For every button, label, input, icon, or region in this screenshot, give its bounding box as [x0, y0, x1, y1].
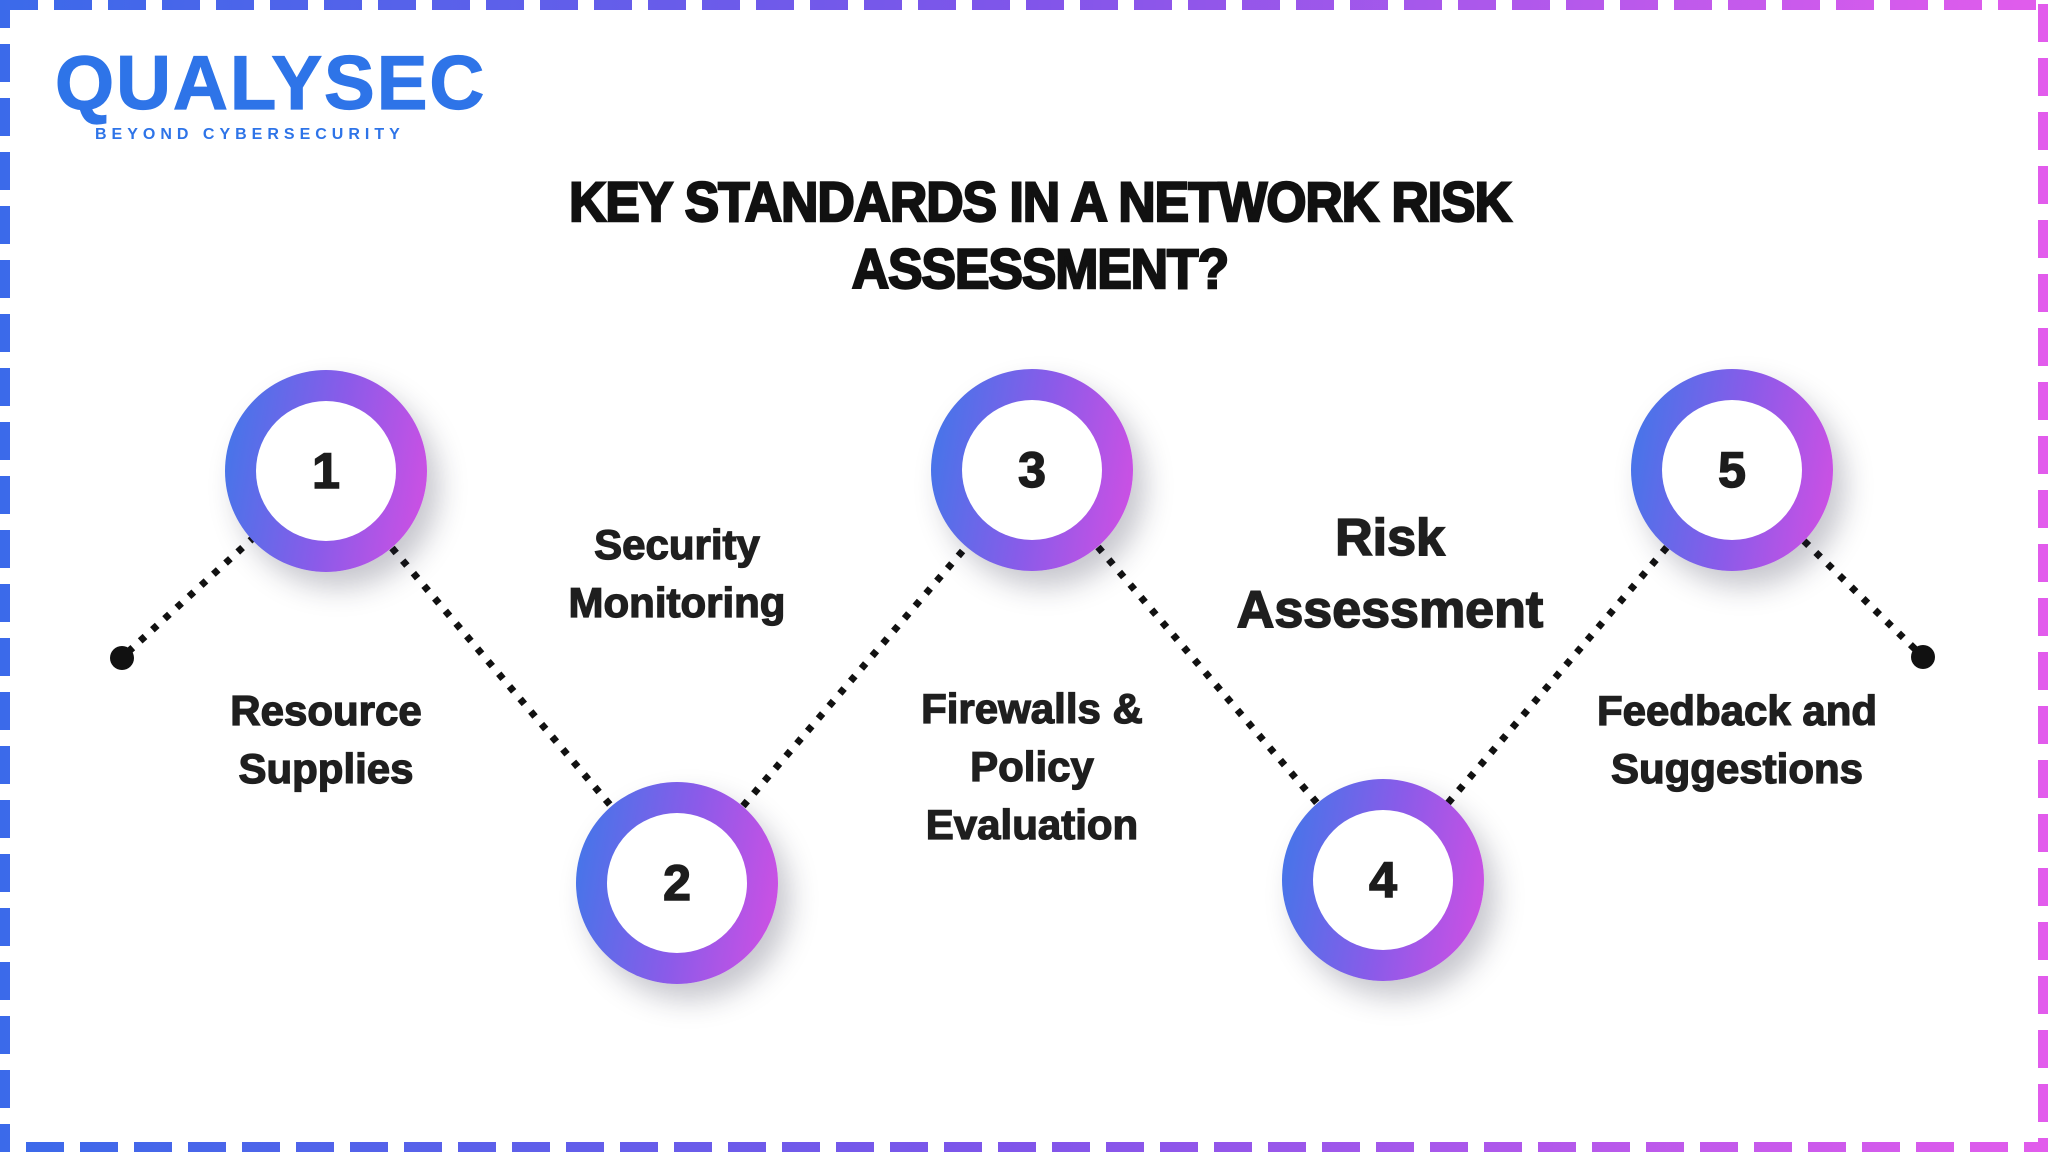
- connector-start-to-1: [125, 536, 255, 655]
- connector-5-to-end: [1801, 538, 1920, 654]
- step-circle-1: 1: [225, 370, 427, 572]
- step-circle-4: 4: [1282, 779, 1484, 981]
- connector-1-to-2: [389, 545, 614, 809]
- step-circle-5-inner: 5: [1662, 400, 1802, 540]
- step-label-1: Resource Supplies: [230, 686, 423, 792]
- brand-name: QUALYSEC: [54, 41, 487, 126]
- step-number-1: 1: [311, 442, 340, 500]
- page-title: KEY STANDARDS IN A NETWORK RISK ASSESSME…: [568, 169, 1513, 301]
- connector-4-to-5: [1445, 544, 1670, 806]
- connector-3-to-4: [1095, 544, 1320, 806]
- step-label-5: Feedback and Suggestions: [1596, 686, 1878, 792]
- step-number-5: 5: [1717, 441, 1746, 499]
- connector-lines: [125, 536, 1920, 809]
- step-circle-3: 3: [931, 369, 1133, 571]
- step-circle-5: 5: [1631, 369, 1833, 571]
- step-circle-4-inner: 4: [1313, 810, 1453, 950]
- step-label-4: Risk Assessment: [1236, 508, 1544, 640]
- step-number-2: 2: [662, 854, 691, 912]
- step-label-3: Firewalls & Policy Evaluation: [920, 684, 1143, 848]
- endpoint-dot-right: [1911, 645, 1935, 669]
- brand-logo: QUALYSEC BEYOND CYBERSECURITY: [54, 41, 487, 144]
- connector-2-to-3: [740, 544, 969, 809]
- endpoint-dot-left: [110, 646, 134, 670]
- step-circle-3-inner: 3: [962, 400, 1102, 540]
- step-circle-2-inner: 2: [607, 813, 747, 953]
- step-number-4: 4: [1368, 851, 1397, 909]
- step-circle-2: 2: [576, 782, 778, 984]
- step-label-2: Security Monitoring: [568, 520, 786, 626]
- step-number-3: 3: [1017, 441, 1046, 499]
- step-circle-1-inner: 1: [256, 401, 396, 541]
- brand-tagline: BEYOND CYBERSECURITY: [95, 126, 405, 143]
